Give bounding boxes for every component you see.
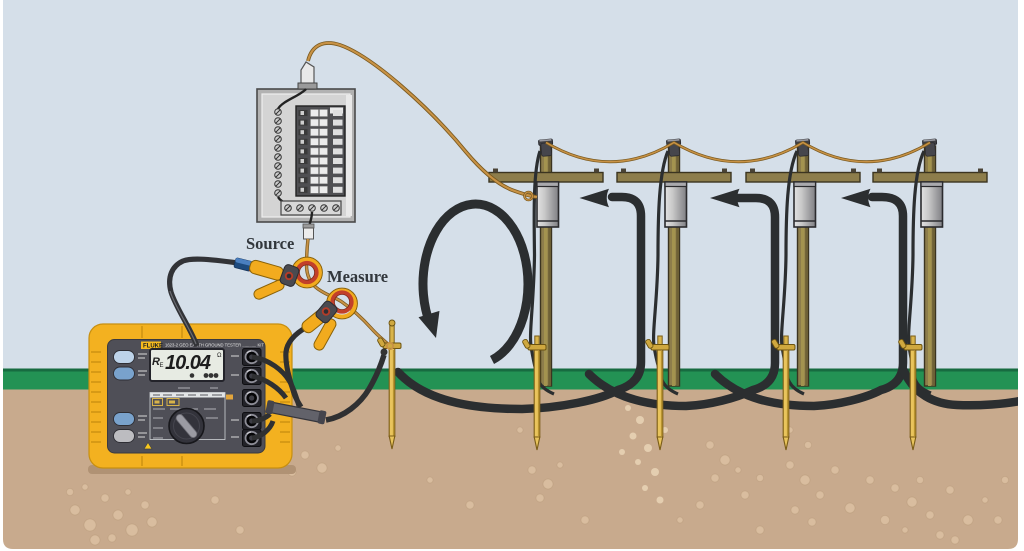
svg-text:1623-2 GEO EARTH GROUND TESTER: 1623-2 GEO EARTH GROUND TESTER .........… [165,343,264,348]
svg-text:Measure: Measure [327,267,388,286]
svg-text:FLUKE: FLUKE [143,344,163,350]
svg-text:Ω: Ω [217,353,222,359]
svg-text:Source: Source [246,234,294,253]
svg-text:E: E [160,363,164,369]
svg-text:R: R [152,356,160,368]
svg-text:10.04: 10.04 [165,352,211,374]
